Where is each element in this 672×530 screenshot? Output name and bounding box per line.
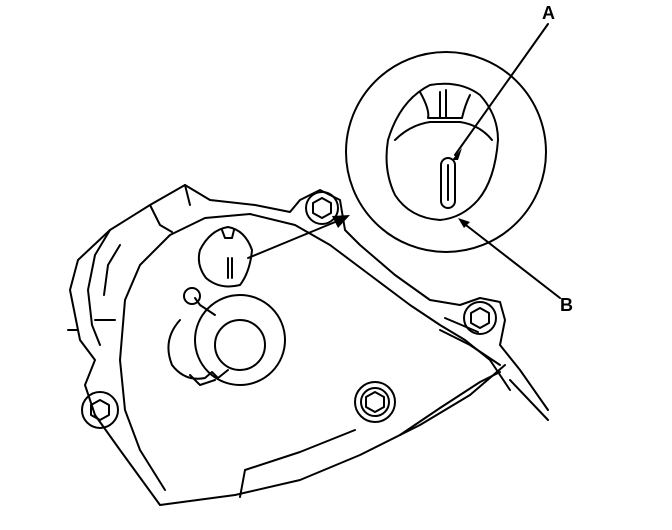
callout-label-a: A <box>542 3 555 23</box>
timing-cover-housing <box>67 184 549 506</box>
cam-seal-cap <box>167 287 286 386</box>
magnify-pointer <box>247 215 350 259</box>
bolt-top <box>305 191 339 225</box>
bolt-center <box>354 381 396 423</box>
callout-label-b: B <box>560 295 573 315</box>
bolt-right <box>463 301 497 335</box>
magnified-detail <box>345 51 547 253</box>
leader-a <box>452 23 549 160</box>
leader-b <box>458 218 561 299</box>
bolt-left <box>81 391 119 429</box>
timing-mark-window <box>197 226 253 288</box>
